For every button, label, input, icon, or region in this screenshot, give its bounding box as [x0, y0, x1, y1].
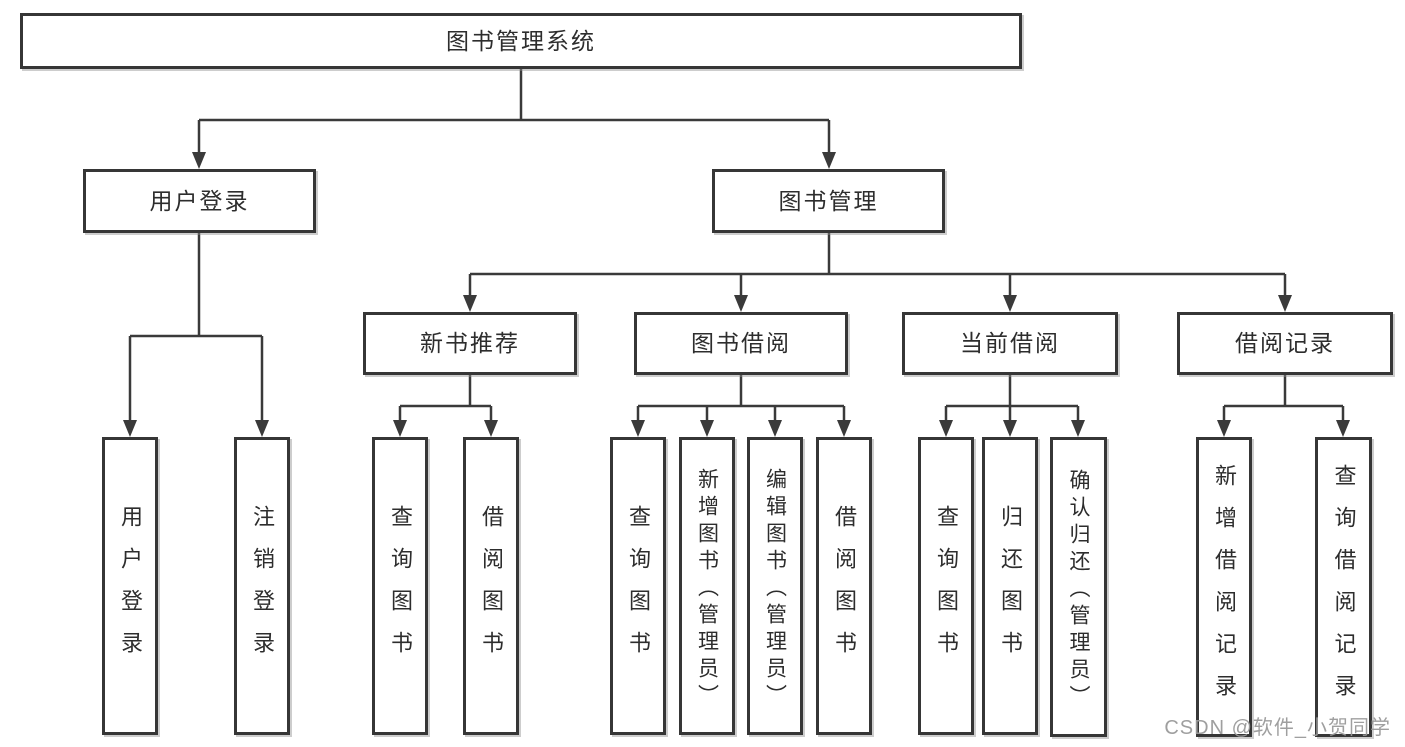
leaf-borrow-books: 借阅图书 — [816, 437, 872, 735]
node-book-management-branch: 图书管理 — [712, 169, 945, 233]
leaf-borrow-books-recommend: 借阅图书 — [463, 437, 519, 735]
node-new-book-recommend: 新书推荐 — [363, 312, 577, 375]
leaf-add-borrow-record: 新增借阅记录 — [1196, 437, 1252, 737]
leaf-query-books-current: 查询图书 — [918, 437, 974, 735]
leaf-user-login: 用户登录 — [102, 437, 158, 735]
leaf-edit-books-admin: 编辑图书（管理员） — [747, 437, 803, 735]
node-root-system: 图书管理系统 — [20, 13, 1022, 69]
node-current-borrow: 当前借阅 — [902, 312, 1118, 375]
node-user-login-branch: 用户登录 — [83, 169, 316, 233]
leaf-return-books: 归还图书 — [982, 437, 1038, 735]
node-borrow-records: 借阅记录 — [1177, 312, 1393, 375]
leaf-query-books-recommend: 查询图书 — [372, 437, 428, 735]
leaf-query-borrow-record: 查询借阅记录 — [1315, 437, 1372, 737]
leaf-confirm-return-admin: 确认归还（管理员） — [1050, 437, 1107, 737]
leaf-logout: 注销登录 — [234, 437, 290, 735]
leaf-add-books-admin: 新增图书（管理员） — [679, 437, 735, 735]
csdn-watermark: CSDN @软件_小贺同学 — [1164, 717, 1391, 739]
leaf-query-books-borrow: 查询图书 — [610, 437, 666, 735]
node-book-borrow: 图书借阅 — [634, 312, 848, 375]
